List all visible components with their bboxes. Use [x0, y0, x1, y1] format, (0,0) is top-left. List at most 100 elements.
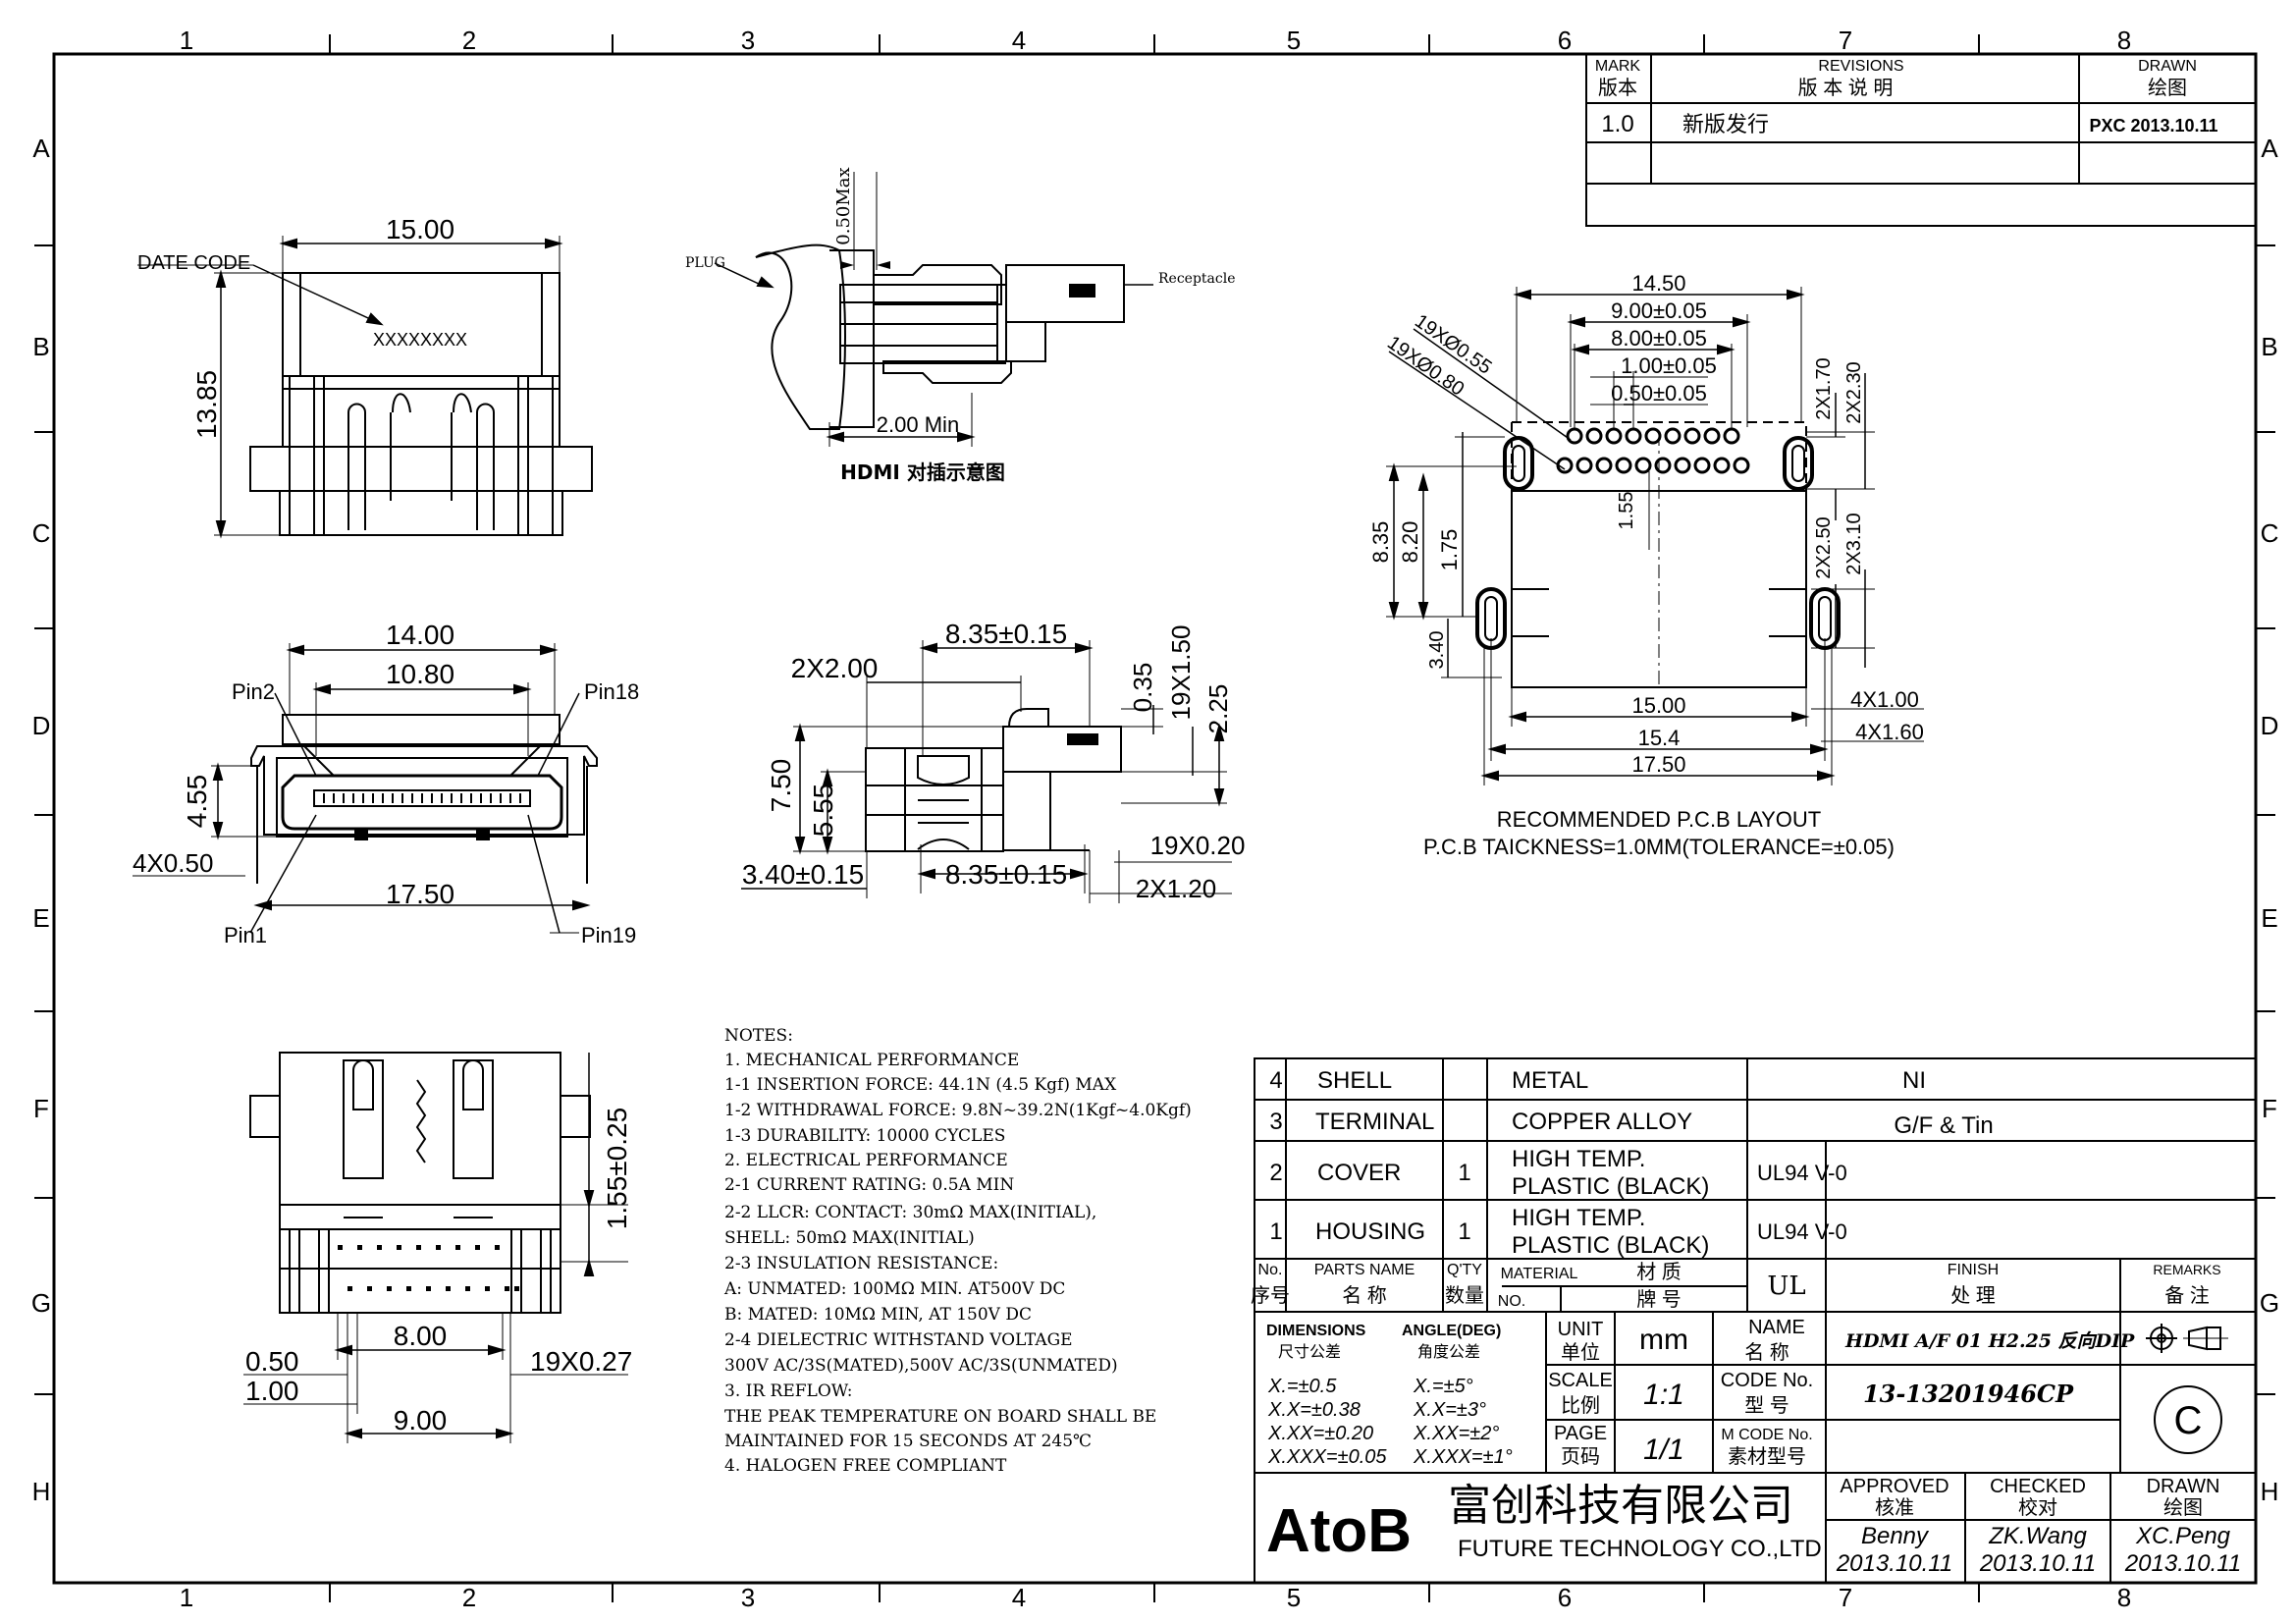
side-dim-19x020: 19X0.20	[1150, 831, 1246, 860]
col-label: 1	[180, 26, 193, 55]
col-label: 2	[462, 1583, 476, 1612]
pcb-h-835: 8.35	[1368, 521, 1393, 564]
col-label: 6	[1558, 26, 1572, 55]
side-height-555: 5.55	[808, 784, 838, 838]
row-label: D	[2261, 711, 2279, 740]
pcb-h-340: 3.40	[1426, 631, 1448, 670]
col-label: 5	[1287, 26, 1301, 55]
col-label: 3	[741, 26, 755, 55]
tb-checked-cn: 校对	[2018, 1496, 2057, 1519]
revision-drawn: PXC 2013.10.11	[2089, 116, 2217, 135]
side-offset: 3.40±0.15	[742, 859, 864, 890]
bom-h-brand-cn: 牌 号	[1636, 1288, 1682, 1311]
pcb-w-1750: 17.50	[1631, 752, 1685, 777]
note-line: A: UNMATED: 100MΩ MIN. AT500V DC	[723, 1279, 1065, 1299]
tb-drawn-by: XC.Peng	[2135, 1523, 2231, 1549]
front-width-inner: 10.80	[386, 659, 454, 689]
bom-no: 4	[1269, 1067, 1282, 1094]
col-label: 8	[2117, 1583, 2131, 1612]
bom-name: SHELL	[1317, 1067, 1392, 1094]
pcb-w-1450: 14.50	[1631, 271, 1685, 296]
pcb-w-4x160: 4X1.60	[1855, 720, 1924, 744]
bom-material: METAL	[1512, 1067, 1588, 1094]
revision-desc: 新版发行	[1682, 112, 1769, 136]
bom-no: 2	[1269, 1160, 1282, 1186]
pcb-h-2x250: 2X2.50	[1813, 516, 1835, 578]
tb-unit-cn: 单位	[1561, 1341, 1600, 1364]
tb-scale-value: 1:1	[1643, 1379, 1684, 1411]
col-label: 3	[741, 1583, 755, 1612]
front-width-outer: 14.00	[386, 620, 454, 650]
col-label: 1	[180, 1583, 193, 1612]
tb-tol-4: X.XXX=±0.05	[1267, 1446, 1387, 1468]
tb-scale: SCALE	[1548, 1370, 1613, 1391]
notes: NOTES: 1. MECHANICAL PERFORMANCE 1-1 INS…	[723, 1026, 1192, 1476]
revisions-table: MARK 版本 REVISIONS 版 本 说 明 DRAWN 绘图 1.0 新…	[1585, 53, 2257, 227]
row-label: H	[2261, 1477, 2279, 1506]
bom-ul: UL94 V-0	[1757, 1161, 1847, 1185]
row-label: F	[2262, 1094, 2277, 1123]
tb-dimensions-cn: 尺寸公差	[1278, 1343, 1341, 1361]
col-label: 7	[1839, 26, 1852, 55]
bom-h-qty-cn: 数量	[1445, 1284, 1484, 1307]
side-pos-top: 8.35±0.15	[945, 619, 1067, 649]
bottom-height: 1.55±0.25	[602, 1108, 632, 1229]
zone-ticks	[34, 34, 2275, 1602]
plug-label: PLUG	[685, 255, 725, 271]
tb-ang-2: X.X=±3°	[1413, 1399, 1486, 1421]
projection-symbol-icon	[2146, 1324, 2228, 1353]
bom-h-ul: UL	[1767, 1272, 1805, 1301]
tb-unit-value: mm	[1639, 1324, 1688, 1356]
tb-checked: CHECKED	[1990, 1476, 2086, 1497]
tb-mcode: M CODE No.	[1721, 1427, 1812, 1443]
tb-drawn: DRAWN	[2147, 1476, 2220, 1497]
pin18-label: Pin18	[584, 679, 639, 704]
note-line: 2. ELECTRICAL PERFORMANCE	[724, 1151, 1008, 1170]
tb-ang-3: X.XX=±2°	[1413, 1423, 1499, 1444]
tb-tol-3: X.XX=±0.20	[1267, 1423, 1373, 1444]
tb-ang-1: X.=±5°	[1413, 1376, 1473, 1397]
row-label: G	[31, 1288, 51, 1318]
col-label: 6	[1558, 1583, 1572, 1612]
side-dim-035: 0.35	[1128, 663, 1157, 713]
tb-checked-date: 2013.10.11	[1979, 1550, 2096, 1577]
date-code-value: XXXXXXXX	[373, 330, 467, 350]
company-name-cn: 富创科技有限公司	[1448, 1481, 1793, 1531]
pin19-label: Pin19	[581, 923, 636, 947]
row-label: F	[33, 1094, 49, 1123]
pin1-label: Pin1	[224, 923, 267, 947]
note-line: B: MATED: 10MΩ MIN, AT 150V DC	[724, 1305, 1032, 1325]
bom-h-qty: Q'TY	[1447, 1262, 1482, 1278]
pcb-w-1500: 15.00	[1631, 693, 1685, 718]
pcb-h-2x230: 2X2.30	[1843, 361, 1865, 423]
col-label: 4	[1012, 26, 1026, 55]
tb-page-value: 1/1	[1643, 1434, 1684, 1466]
row-label: B	[2261, 332, 2277, 361]
receptacle-label: Receptacle	[1158, 271, 1236, 287]
row-label: G	[2260, 1288, 2279, 1318]
bom-table: 4 SHELL METAL NI 3 TERMINAL COPPER ALLOY…	[1251, 1057, 2257, 1313]
tb-mcode-cn: 素材型号	[1728, 1445, 1806, 1468]
note-line: SHELL: 50mΩ MAX(INITIAL)	[724, 1228, 975, 1248]
tb-code-cn: 型 号	[1744, 1394, 1789, 1417]
bom-material: HIGH TEMP.	[1512, 1146, 1645, 1172]
tb-angle-cn: 角度公差	[1417, 1343, 1480, 1361]
tb-approved-cn: 核准	[1875, 1496, 1914, 1519]
pcb-caption-2: P.C.B TAICKNESS=1.0MM(TOLERANCE=±0.05)	[1423, 835, 1895, 859]
revision-mark: 1.0	[1601, 111, 1633, 137]
pcb-w-100: 1.00±0.05	[1621, 353, 1717, 378]
tb-name-cn: 名 称	[1744, 1341, 1789, 1364]
note-line: 3. IR REFLOW:	[724, 1381, 853, 1401]
top-view: 15.00 13.85 DATE CODE XXXXXXXX	[137, 214, 593, 539]
bom-h-remarks: REMARKS	[2153, 1262, 2220, 1277]
front-pitch: 4X0.50	[133, 848, 213, 878]
note-line: THE PEAK TEMPERATURE ON BOARD SHALL BE	[724, 1407, 1156, 1427]
top-height-dim: 13.85	[191, 370, 222, 439]
col-label: 7	[1839, 1583, 1852, 1612]
bom-finish: NI	[1902, 1067, 1926, 1094]
company-logo: AtoB	[1266, 1497, 1412, 1565]
col-label: 4	[1012, 1583, 1026, 1612]
bom-h-material-cn: 材 质	[1636, 1261, 1682, 1283]
pcb-h-820: 8.20	[1398, 521, 1422, 564]
